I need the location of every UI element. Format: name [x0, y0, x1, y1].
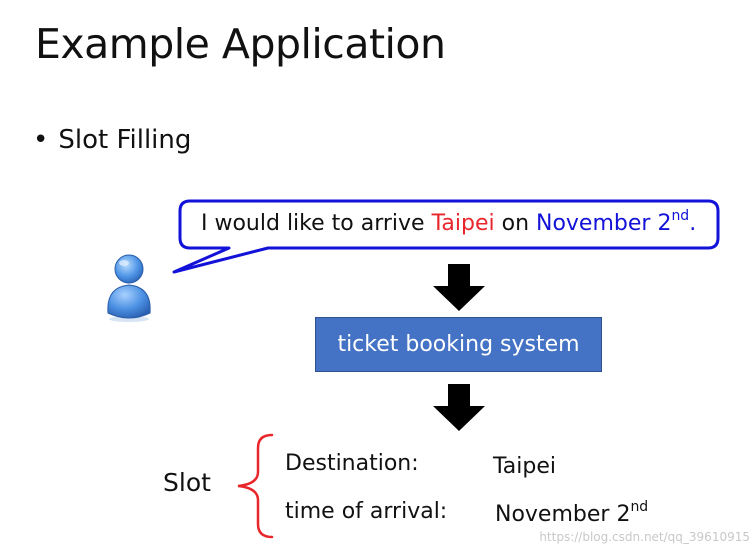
bullet-item: • Slot Filling	[33, 125, 191, 155]
slot-key-time-of-arrival: time of arrival:	[285, 499, 448, 524]
speech-date: November 2	[536, 211, 672, 236]
slot-label: Slot	[163, 468, 211, 497]
slot-key-destination: Destination:	[285, 451, 419, 476]
speech-bubble-outline	[172, 199, 720, 274]
user-icon	[107, 254, 151, 322]
system-label: ticket booking system	[337, 332, 580, 357]
bullet-text: Slot Filling	[58, 125, 192, 155]
slot-value-text: November 2	[495, 502, 631, 527]
down-arrow-icon	[433, 384, 485, 431]
bullet-dot: •	[33, 125, 49, 155]
down-arrow-icon	[433, 264, 485, 311]
speech-text: I would like to arrive Taipei on Novembe…	[201, 208, 696, 236]
ticket-booking-system-box: ticket booking system	[315, 317, 602, 372]
slot-value-suffix: nd	[630, 499, 649, 515]
speech-prefix: I would like to arrive	[201, 211, 432, 236]
curly-brace-icon	[237, 433, 274, 539]
slot-value-text: Taipei	[493, 454, 557, 479]
speech-middle: on	[494, 211, 536, 236]
speech-end: .	[689, 211, 697, 236]
speech-city: Taipei	[431, 211, 495, 236]
slot-value-time-of-arrival: November 2nd	[495, 499, 648, 527]
slide-title: Example Application	[35, 20, 446, 68]
watermark: https://blog.csdn.net/qq_39610915	[539, 530, 750, 544]
slot-value-destination: Taipei	[493, 451, 556, 479]
speech-date-suffix: nd	[671, 208, 690, 224]
